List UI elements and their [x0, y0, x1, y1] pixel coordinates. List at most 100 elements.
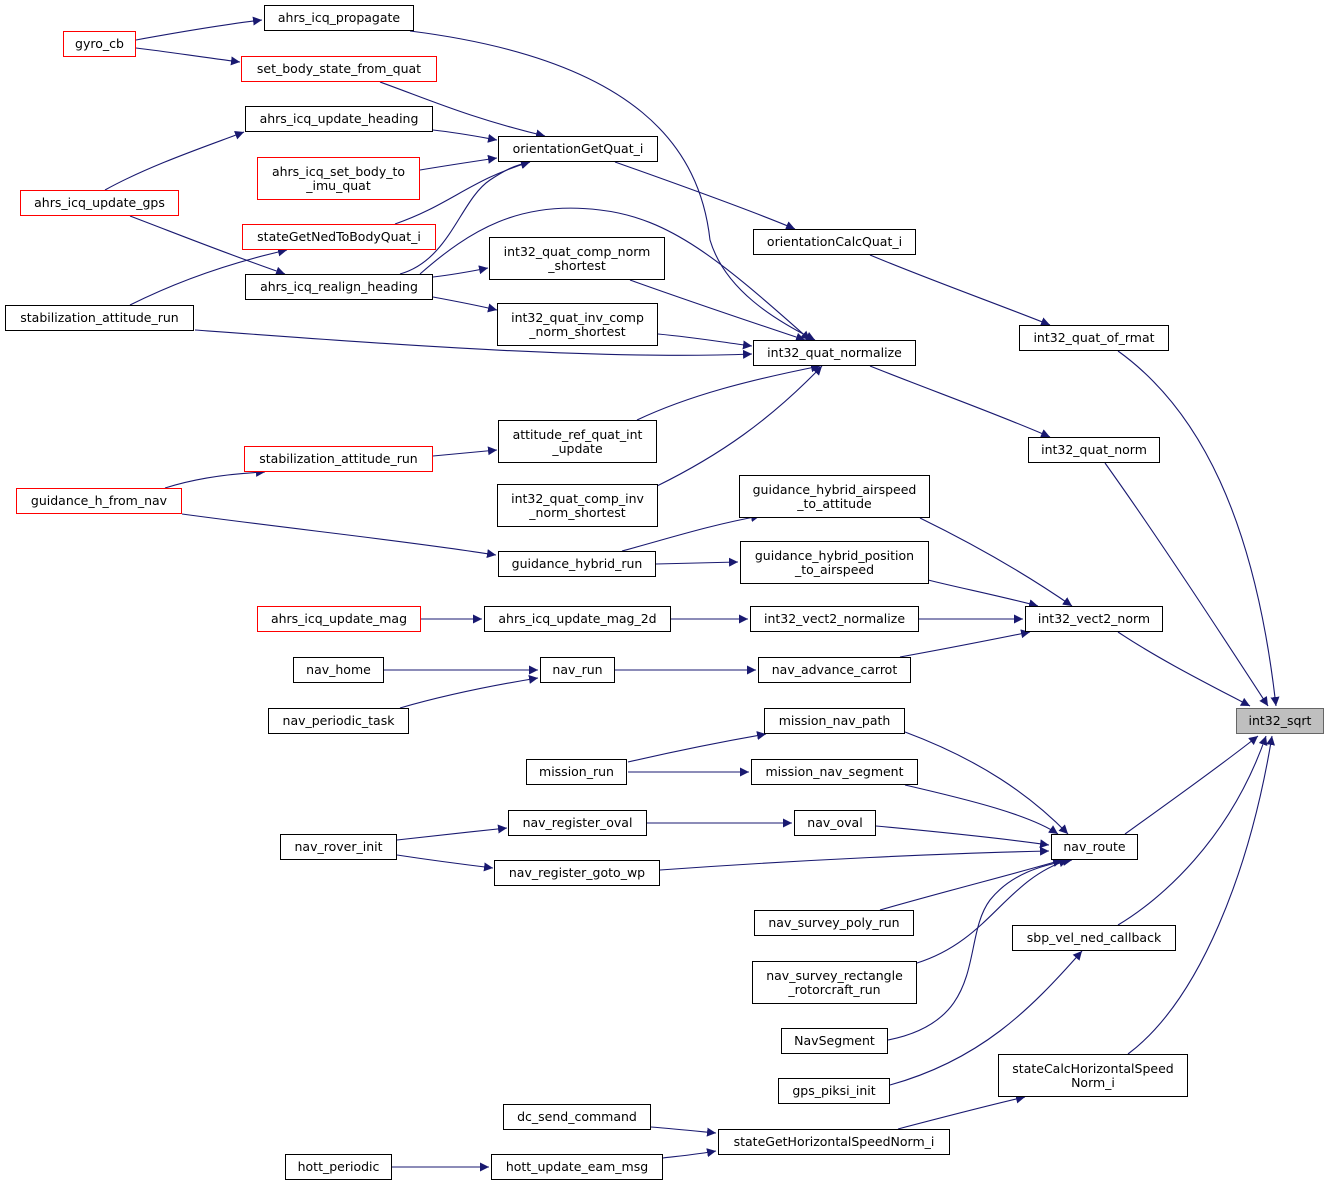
node-hott-periodic[interactable]: hott_periodic — [285, 1154, 392, 1180]
node-mission-nav-path[interactable]: mission_nav_path — [764, 708, 905, 734]
node-label-line: stateGetHorizontalSpeedNorm_i — [733, 1134, 935, 1149]
call-edge — [919, 517, 1073, 607]
call-edge — [432, 265, 489, 278]
node-nav-home[interactable]: nav_home — [293, 657, 384, 683]
call-edge — [164, 467, 266, 489]
call-edge — [1117, 350, 1280, 707]
node-orientation-calc-quat-i[interactable]: orientationCalcQuat_i — [753, 229, 916, 255]
node-nav-register-oval[interactable]: nav_register_oval — [508, 810, 647, 836]
node-guidance-hybrid-run[interactable]: guidance_hybrid_run — [498, 551, 656, 577]
node-ahrs-icq-set-body-to-imu-quat[interactable]: ahrs_icq_set_body_to_imu_quat — [257, 157, 420, 200]
call-edge — [662, 1148, 717, 1159]
node-dc-send-command[interactable]: dc_send_command — [503, 1104, 651, 1130]
node-label-line: gyro_cb — [75, 36, 124, 51]
call-edge — [1117, 735, 1268, 926]
node-gyro-cb[interactable]: gyro_cb — [63, 31, 136, 57]
call-edge — [399, 159, 531, 275]
node-label-line: nav_periodic_task — [282, 713, 395, 728]
node-label-line: int32_quat_normalize — [767, 345, 902, 360]
node-gps-piksi-init[interactable]: gps_piksi_init — [778, 1078, 890, 1104]
call-edge — [899, 629, 1031, 658]
node-label-line: ahrs_icq_realign_heading — [260, 279, 418, 294]
node-attitude-ref-quat-int-update[interactable]: attitude_ref_quat_int_update — [498, 420, 657, 463]
call-edge — [135, 16, 263, 41]
node-label-line: nav_survey_poly_run — [768, 915, 900, 930]
call-edge — [916, 858, 1069, 964]
node-label-line: ahrs_icq_update_mag — [270, 611, 408, 626]
node-mission-run[interactable]: mission_run — [526, 759, 627, 785]
node-guidance-h-from-nav[interactable]: guidance_h_from_nav — [16, 488, 182, 514]
call-edge — [927, 579, 1039, 609]
node-label-line: mission_nav_segment — [765, 764, 904, 779]
node-stabilization-attitude-run[interactable]: stabilization_attitude_run — [5, 305, 194, 331]
node-label-line: hott_periodic — [297, 1159, 380, 1174]
node-label-line: stabilization_attitude_run — [20, 310, 179, 325]
node-ahrs-icq-update-mag-2d[interactable]: ahrs_icq_update_mag_2d — [484, 606, 671, 632]
node-set-body-state-from-quat[interactable]: set_body_state_from_quat — [241, 56, 437, 82]
call-edge — [897, 1094, 1026, 1130]
node-state-get-horizontal-speed-norm-i[interactable]: stateGetHorizontalSpeedNorm_i — [718, 1129, 950, 1155]
node-label-line: int32_quat_comp_norm — [503, 243, 651, 259]
node-label-line: attitude_ref_quat_int — [512, 426, 643, 442]
node-label-line: int32_sqrt — [1248, 713, 1312, 728]
node-label-line: _update — [552, 440, 603, 456]
node-ahrs-icq-update-heading[interactable]: ahrs_icq_update_heading — [245, 106, 433, 132]
call-edge — [129, 215, 286, 276]
call-edge — [181, 513, 497, 559]
node-int32-vect2-normalize[interactable]: int32_vect2_normalize — [750, 606, 919, 632]
node-orientation-get-quat-i[interactable]: orientationGetQuat_i — [498, 136, 658, 162]
node-ahrs-icq-update-gps[interactable]: ahrs_icq_update_gps — [20, 190, 179, 216]
node-guidance-hybrid-position-to-airspeed[interactable]: guidance_hybrid_position_to_airspeed — [740, 541, 929, 584]
call-edge — [1124, 735, 1259, 835]
node-ahrs-icq-realign-heading[interactable]: ahrs_icq_realign_heading — [245, 274, 433, 300]
call-edge — [657, 333, 753, 350]
node-sbp-vel-ned-callback[interactable]: sbp_vel_ned_callback — [1012, 925, 1176, 951]
call-edge — [379, 81, 546, 139]
node-nav-advance-carrot[interactable]: nav_advance_carrot — [758, 657, 911, 683]
node-int32-quat-norm[interactable]: int32_quat_norm — [1028, 437, 1160, 463]
node-label-line: ahrs_icq_set_body_to — [271, 163, 406, 179]
node-label-line: int32_vect2_norm — [1037, 611, 1151, 626]
node-label-line: int32_quat_inv_comp — [511, 309, 644, 325]
node-nav-route[interactable]: nav_route — [1051, 834, 1138, 860]
node-ahrs-icq-update-mag[interactable]: ahrs_icq_update_mag — [257, 606, 421, 632]
node-label-line: nav_rover_init — [294, 839, 383, 854]
call-edge — [396, 854, 494, 872]
node-label-line: hott_update_eam_msg — [505, 1159, 649, 1174]
call-edge — [887, 856, 1073, 1041]
node-label-line: sbp_vel_ned_callback — [1026, 930, 1162, 945]
node-ahrs-icq-propagate[interactable]: ahrs_icq_propagate — [264, 5, 414, 31]
call-edge — [1104, 462, 1269, 707]
node-mission-nav-segment[interactable]: mission_nav_segment — [751, 759, 918, 785]
node-hott-update-eam-msg[interactable]: hott_update_eam_msg — [491, 1154, 663, 1180]
node-state-get-ned-to-body-quat-i[interactable]: stateGetNedToBodyQuat_i — [242, 224, 436, 250]
node-int32-quat-inv-comp-norm-shortest[interactable]: int32_quat_inv_comp_norm_shortest — [497, 303, 658, 346]
node-int32-sqrt: int32_sqrt — [1236, 708, 1324, 734]
node-int32-quat-comp-norm-shortest[interactable]: int32_quat_comp_norm_shortest — [489, 237, 665, 280]
node-nav-oval[interactable]: nav_oval — [794, 810, 876, 836]
node-nav-survey-poly-run[interactable]: nav_survey_poly_run — [754, 910, 914, 936]
node-label-line: _imu_quat — [306, 177, 371, 193]
call-edge — [875, 825, 1050, 849]
node-nav-rover-init[interactable]: nav_rover_init — [280, 834, 397, 860]
node-nav-segment[interactable]: NavSegment — [781, 1028, 888, 1054]
node-int32-quat-comp-inv-norm-shortest[interactable]: int32_quat_comp_inv_norm_shortest — [497, 484, 658, 527]
node-label-line: nav_register_goto_wp — [508, 865, 646, 880]
call-edge — [1127, 735, 1275, 1055]
node-int32-quat-normalize[interactable]: int32_quat_normalize — [753, 340, 916, 366]
node-stabilization-attitude-run-ref[interactable]: stabilization_attitude_run — [244, 446, 433, 472]
node-guidance-hybrid-airspeed-to-attitude[interactable]: guidance_hybrid_airspeed_to_attitude — [739, 475, 930, 518]
call-edge — [396, 824, 508, 841]
node-int32-vect2-norm[interactable]: int32_vect2_norm — [1025, 606, 1163, 632]
node-nav-register-goto-wp[interactable]: nav_register_goto_wp — [494, 860, 660, 886]
call-edge — [409, 30, 816, 341]
node-int32-quat-of-rmat[interactable]: int32_quat_of_rmat — [1019, 325, 1169, 351]
node-label-line: _to_attitude — [797, 495, 872, 511]
call-edge — [904, 731, 1069, 835]
node-nav-periodic-task[interactable]: nav_periodic_task — [268, 708, 409, 734]
node-nav-run[interactable]: nav_run — [540, 657, 615, 683]
node-nav-survey-rectangle-rotorcraft-run[interactable]: nav_survey_rectangle_rotorcraft_run — [752, 961, 917, 1004]
